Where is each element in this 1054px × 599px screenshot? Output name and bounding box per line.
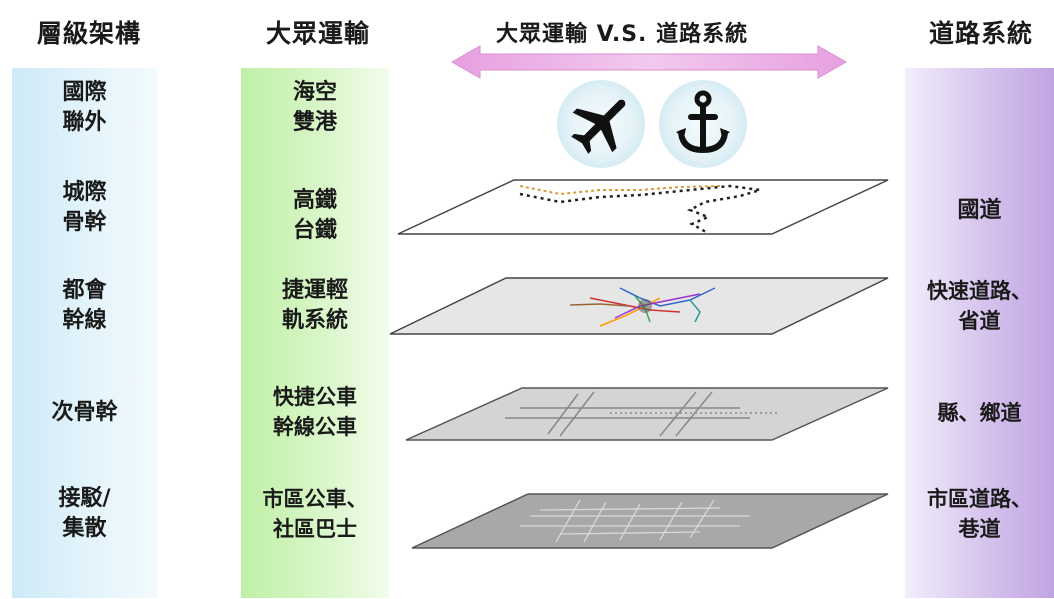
- road-type-expressway: 快速道路、省道: [927, 279, 1032, 333]
- road-type-urban: 市區道路、巷道: [927, 487, 1032, 541]
- anchor-icon: [659, 80, 747, 168]
- header-hierarchy: 層級架構: [36, 19, 141, 48]
- layer-mrt-plane: [389, 277, 889, 335]
- hierarchy-column: [12, 68, 157, 598]
- transit-column: [241, 68, 389, 598]
- transit-mode-air-sea: 海空雙港: [292, 80, 337, 135]
- transit-mode-rail: 高鐵台鐵: [292, 188, 337, 243]
- layer-county-road-plane: [405, 387, 889, 441]
- header-road: 道路系統: [928, 19, 1033, 48]
- hierarchy-level-international: 國際聯外: [62, 80, 107, 135]
- road-column: [905, 68, 1054, 598]
- transit-mode-mrt: 捷運輕軌系統: [281, 278, 348, 333]
- hierarchy-level-metro: 都會幹線: [62, 278, 107, 333]
- layer-urban-road-plane: [411, 493, 889, 549]
- airplane-icon: [557, 80, 645, 168]
- layer-rail-plane: [397, 179, 889, 235]
- double-arrow: [450, 45, 848, 79]
- road-type-national: 國道: [957, 198, 1002, 223]
- hierarchy-level-secondary: 次骨幹: [51, 400, 118, 425]
- hierarchy-level-intercity: 城際骨幹: [62, 180, 107, 235]
- hierarchy-level-feeder: 接駁/集散: [58, 486, 111, 541]
- transit-mode-bus-rapid: 快捷公車幹線公車: [273, 385, 357, 439]
- header-transit: 大眾運輸: [265, 19, 370, 48]
- header-comparison: 大眾運輸 V.S. 道路系統: [496, 22, 749, 47]
- road-type-county: 縣、鄉道: [937, 401, 1022, 425]
- transit-mode-city-bus: 市區公車、社區巴士: [262, 487, 368, 541]
